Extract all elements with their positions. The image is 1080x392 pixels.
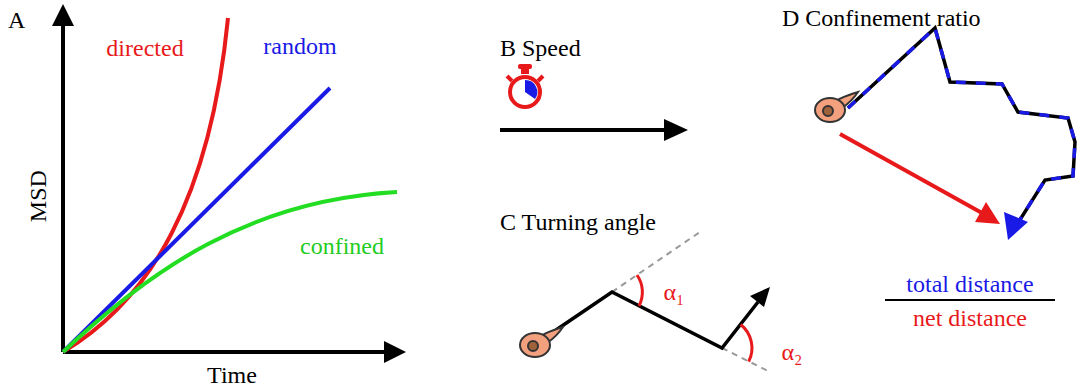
axis-title: MSD [25, 170, 51, 222]
angle-label: α₁ [664, 279, 685, 305]
curve-label: confined [300, 233, 384, 259]
angle-label: α₂ [782, 339, 803, 365]
axis-arrowhead [52, 4, 74, 26]
curve-label: random [263, 33, 336, 59]
angle-arc [637, 275, 642, 306]
arrowhead [975, 202, 1000, 224]
axis-title: Time [207, 362, 257, 388]
fraction-denominator: net distance [913, 305, 1027, 331]
fraction-numerator: total distance [906, 271, 1033, 297]
x-axis [63, 350, 388, 354]
dashed-extension [722, 348, 770, 372]
arrowhead [1004, 212, 1028, 240]
arrowhead [750, 287, 770, 307]
fraction-bar [885, 299, 1055, 301]
cell-track [556, 292, 758, 348]
dashed-extension [612, 232, 700, 292]
cell-track-dashes [848, 28, 1075, 226]
net-distance-arrow [840, 134, 982, 213]
stopwatch-icon [507, 64, 543, 107]
cell-track [848, 28, 1075, 226]
panel-title: D Confinement ratio [782, 5, 981, 31]
directed-curve [63, 18, 228, 352]
panel-title: B Speed [500, 35, 581, 61]
curve-label: directed [106, 35, 183, 61]
panel-title: C Turning angle [500, 209, 656, 235]
confined-curve [63, 192, 397, 352]
angle-arc [741, 325, 752, 362]
y-axis [61, 22, 65, 352]
cell-icon [520, 327, 563, 357]
random-line [63, 88, 330, 352]
cell-icon [815, 92, 858, 122]
panel-letter: A [8, 7, 25, 33]
speed-arrow [500, 128, 668, 132]
arrowhead [664, 119, 688, 141]
axis-arrowhead [384, 341, 406, 363]
